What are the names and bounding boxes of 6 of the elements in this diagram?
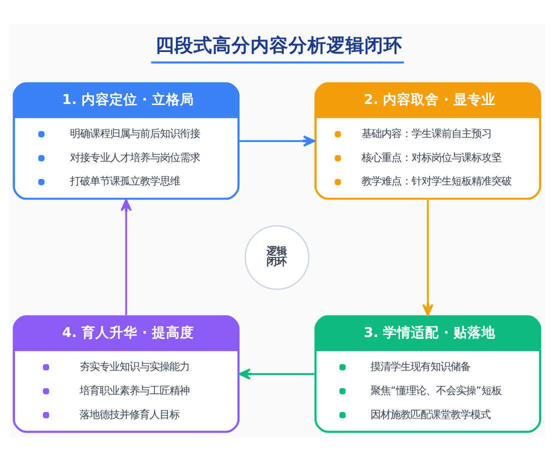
arrow — [422, 200, 434, 316]
node-circle: 逻辑闭环 — [244, 224, 310, 290]
arrow — [240, 134, 316, 146]
arrow — [120, 198, 132, 315]
diagram-title: 四段式高分内容分析逻辑闭环 — [155, 34, 402, 56]
arrow — [238, 368, 314, 380]
